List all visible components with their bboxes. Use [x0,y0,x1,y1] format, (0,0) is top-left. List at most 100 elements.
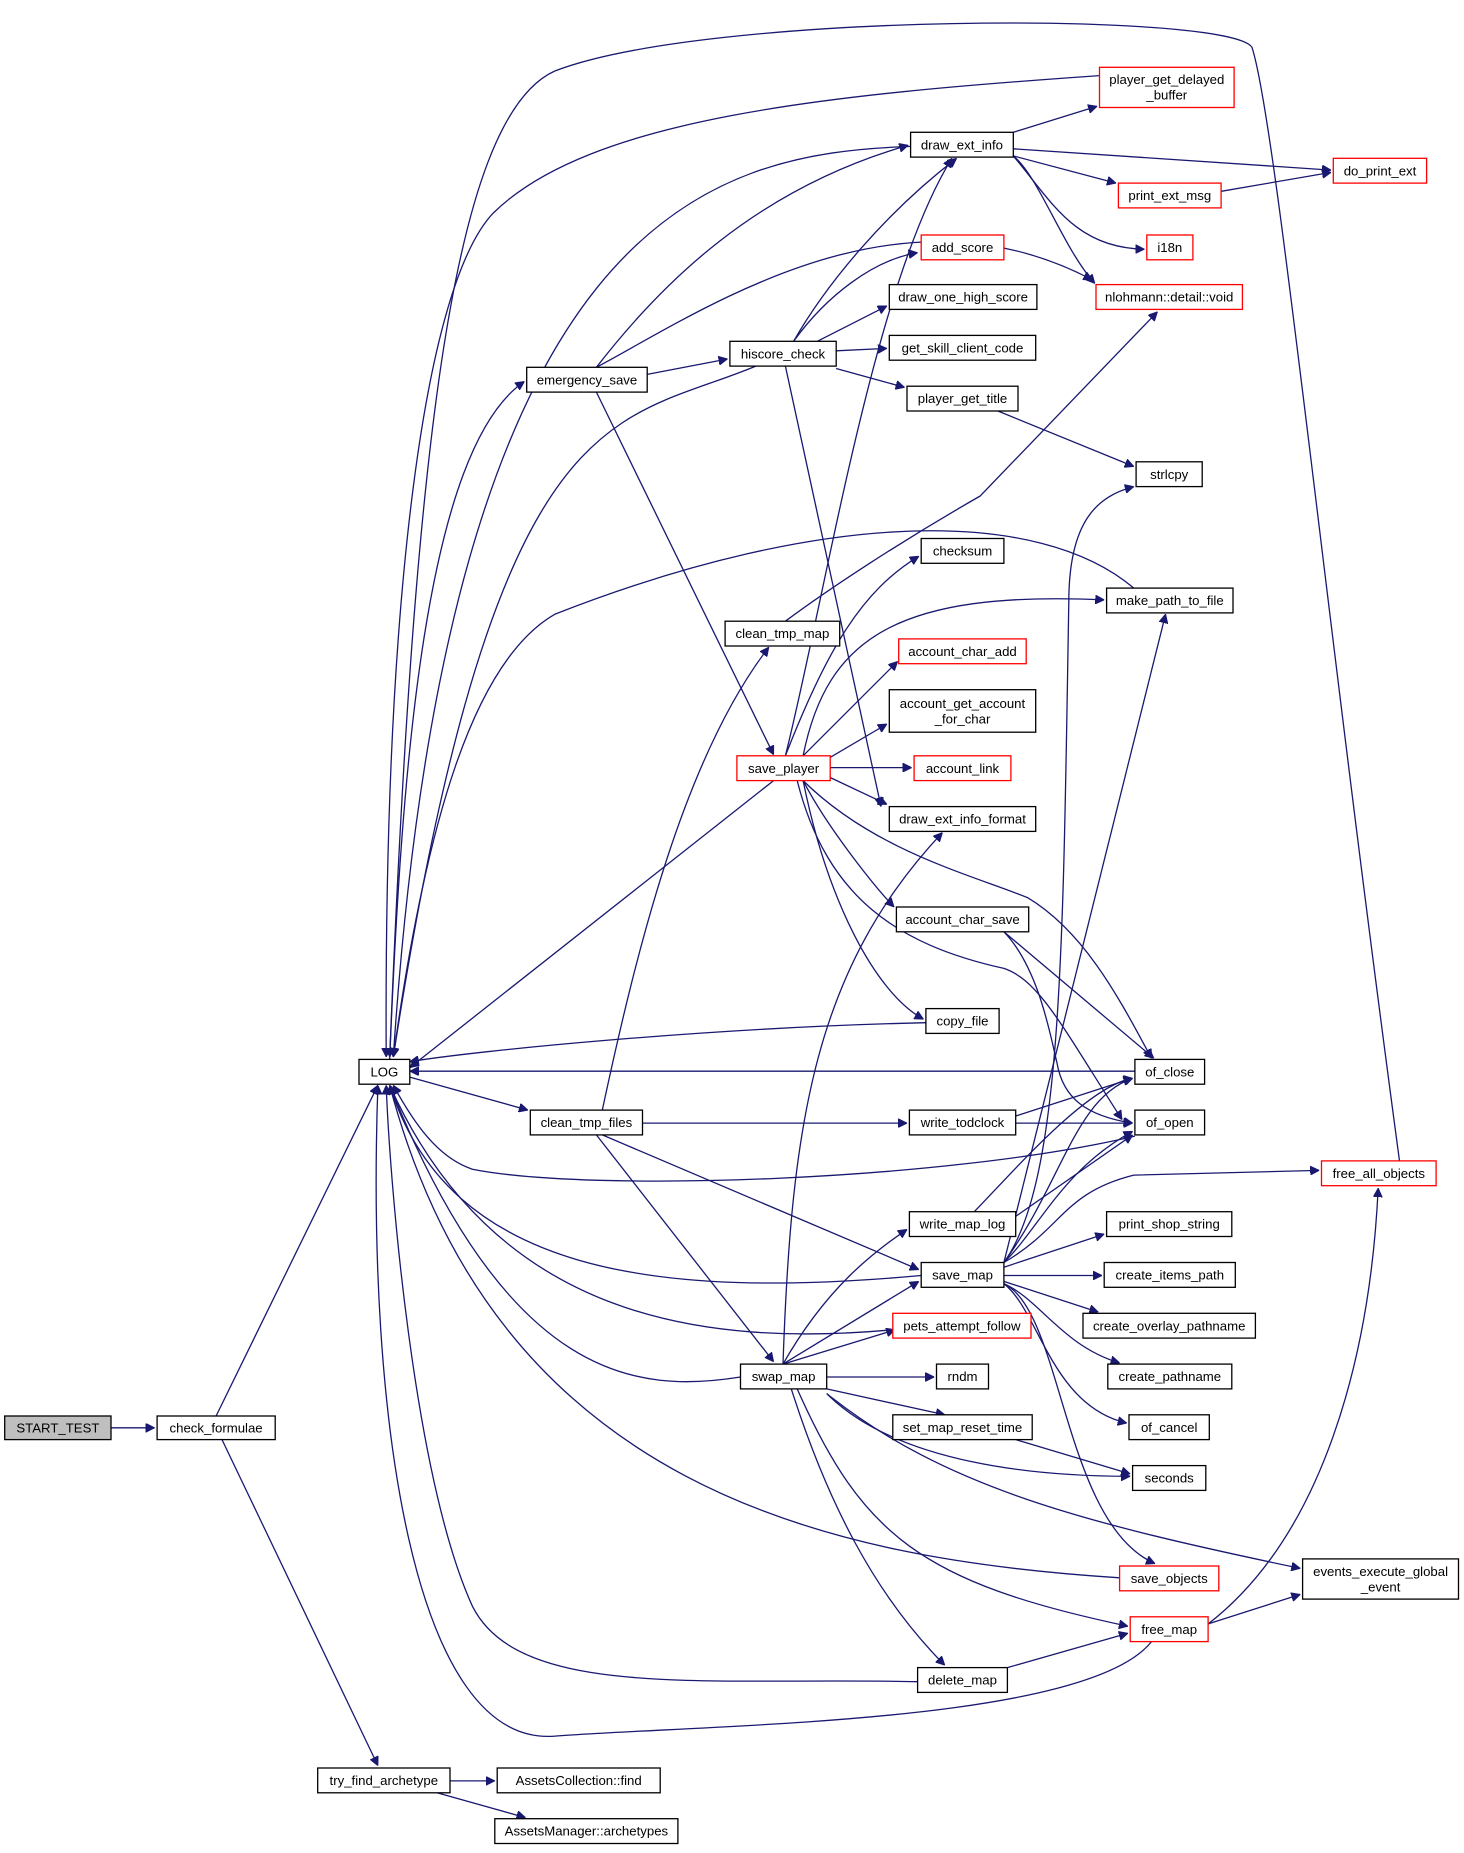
node-i18n[interactable]: i18n [1146,234,1194,261]
node-box [736,755,831,782]
node-box [1129,1616,1209,1643]
node-emergency-save[interactable]: emergency_save [526,366,648,393]
node-box [895,906,1030,933]
node-nlohmann-void[interactable]: nlohmann::detail::void [1095,283,1244,311]
edge-emergency_save-to-hiscore_check [647,359,727,376]
node-label: hiscore_check [741,346,826,361]
node-box [1134,1058,1206,1085]
edge-emergency_save-to-nlohmann_void [596,241,1092,368]
node-label: print_shop_string [1119,1217,1220,1232]
node-free-all-objects[interactable]: free_all_objects [1320,1160,1437,1187]
node-label: of_close [1145,1064,1194,1079]
node-draw-one-high-score[interactable]: draw_one_high_score [888,283,1038,311]
edge-log-to-clean_tmp_files [409,1076,528,1110]
node-draw-ext-info-format[interactable]: draw_ext_info_format [888,805,1037,833]
node-create-items-path[interactable]: create_items_path [1103,1261,1236,1288]
node-events-execute-global-event[interactable]: events_execute_global_event [1301,1558,1460,1600]
node-account-char-save[interactable]: account_char_save [895,906,1030,933]
node-start-test[interactable]: START_TEST [4,1415,112,1441]
node-free-map[interactable]: free_map [1129,1616,1209,1643]
node-save-player[interactable]: save_player [736,755,831,782]
node-seconds[interactable]: seconds [1131,1464,1207,1492]
node-label: swap_map [752,1369,816,1384]
node-label: player_get_delayed [1109,72,1224,87]
node-log[interactable]: LOG [358,1058,411,1085]
node-assets-collection-find[interactable]: AssetsCollection::find [496,1767,661,1794]
edge-swap_map-to-write_map_log [782,1229,907,1365]
node-account-get-account-for-char[interactable]: account_get_account_for_char [888,689,1037,733]
node-box [724,620,841,647]
node-of-cancel[interactable]: of_cancel [1128,1414,1210,1441]
edge-save_player-to-log [410,780,775,1068]
edge-emergency_save-to-draw_ext_info [595,145,908,368]
node-checksum[interactable]: checksum [920,537,1005,564]
node-try-find-archetype[interactable]: try_find_archetype [317,1767,451,1794]
edge-delete_map-to-log [386,1085,918,1683]
node-of-open[interactable]: of_open [1134,1109,1206,1136]
node-account-link[interactable]: account_link [913,755,1012,782]
node-draw-ext-info[interactable]: draw_ext_info [909,131,1014,158]
node-label: of_open [1146,1115,1194,1130]
node-label: account_char_add [908,644,1017,659]
edge-save_player-to-copy_file [802,780,923,1020]
node-of-close[interactable]: of_close [1134,1058,1206,1085]
node-assets-manager-archetypes[interactable]: AssetsManager::archetypes [494,1818,679,1845]
node-box [925,1007,1000,1035]
node-write-todclock[interactable]: write_todclock [908,1109,1017,1136]
node-hiscore-check[interactable]: hiscore_check [729,340,837,367]
node-clean-tmp-files[interactable]: clean_tmp_files [529,1109,644,1136]
node-delete-map[interactable]: delete_map [916,1666,1009,1694]
node-pets-attempt-follow[interactable]: pets_attempt_follow [892,1312,1032,1339]
node-copy-file[interactable]: copy_file [925,1007,1000,1035]
node-box [1131,1464,1207,1492]
node-label: of_cancel [1141,1420,1198,1435]
node-box [739,1363,828,1390]
node-do-print-ext[interactable]: do_print_ext [1332,157,1428,184]
node-print-ext-msg[interactable]: print_ext_msg [1117,182,1222,209]
node-clean-tmp-map[interactable]: clean_tmp_map [724,620,841,647]
edge-save_map-to-create_overlay_pathname [1003,1280,1098,1312]
edge-swap_map-to-seconds [826,1393,1130,1477]
node-box [1320,1160,1437,1187]
node-label: save_objects [1131,1571,1208,1586]
node-write-map-log[interactable]: write_map_log [908,1211,1017,1238]
node-box [1095,283,1244,311]
node-box [908,1211,1017,1238]
node-label: do_print_ext [1344,163,1417,178]
node-print-shop-string[interactable]: print_shop_string [1105,1211,1233,1238]
node-label: clean_tmp_map [735,626,829,641]
node-add-score[interactable]: add_score [920,234,1005,261]
node-get-skill-client-code[interactable]: get_skill_client_code [888,334,1037,361]
node-box [1105,1211,1233,1238]
edge-player_get_title-to-strlcpy [997,410,1134,467]
node-account-char-add[interactable]: account_char_add [898,638,1027,665]
edge-save_player-to-of_open [796,780,1123,1120]
node-strlcpy[interactable]: strlcpy [1135,461,1203,488]
node-create-overlay-pathname[interactable]: create_overlay_pathname [1082,1312,1257,1339]
edge-save_player-to-make_path_to_file [802,599,1104,756]
node-box [317,1767,451,1794]
node-label: draw_ext_info_format [899,812,1026,827]
edge-draw_ext_info-to-i18n [1012,155,1144,249]
node-make-path-to-file[interactable]: make_path_to_file [1105,587,1234,614]
node-label: draw_ext_info [921,137,1003,152]
node-swap-map[interactable]: swap_map [739,1363,828,1390]
node-save-objects[interactable]: save_objects [1118,1565,1220,1592]
node-rndm[interactable]: rndm [935,1363,990,1390]
node-save-map[interactable]: save_map [920,1261,1005,1288]
edge-try_find_archetype-to-assets_manager_archetypes [436,1792,526,1818]
node-create-pathname[interactable]: create_pathname [1107,1363,1233,1390]
node-box [494,1818,679,1845]
node-player-get-delayed-buffer[interactable]: player_get_delayed_buffer [1098,66,1235,109]
node-player-get-title[interactable]: player_get_title [906,385,1019,412]
edge-save_map-to-of_open [1003,1130,1133,1263]
node-check-formulae[interactable]: check_formulae [156,1415,276,1441]
edge-free_map-to-free_all_objects [1207,1188,1378,1625]
node-label: free_map [1141,1622,1197,1637]
node-label: set_map_reset_time [903,1420,1022,1435]
edge-save_player-to-account_char_save [802,780,894,907]
node-label: save_player [748,761,820,776]
node-box [1082,1312,1257,1339]
node-set-map-reset-time[interactable]: set_map_reset_time [892,1414,1033,1441]
